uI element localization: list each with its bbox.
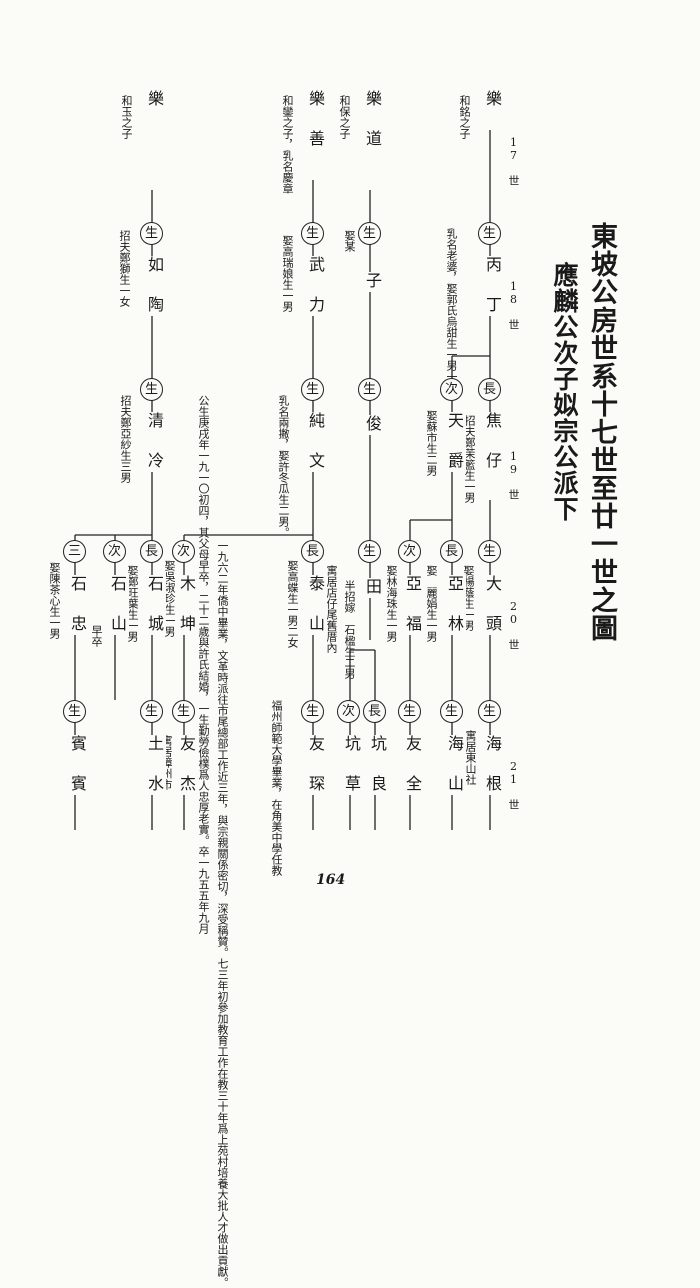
person-name: 海 山 bbox=[442, 735, 466, 795]
generation-label-19: 19 世 bbox=[507, 450, 520, 500]
sheng-marker: 生 bbox=[358, 378, 381, 401]
person-note: 招夫鄭獅生一女 bbox=[118, 230, 131, 307]
person-note: 娶高瑞娘生一男 bbox=[281, 235, 294, 312]
san-marker: 三 bbox=[63, 540, 86, 563]
sheng-marker: 生 bbox=[358, 540, 381, 563]
person-note: 寓居東山社 bbox=[464, 730, 477, 785]
person-note: 寓居店仔尾舊厝內 bbox=[325, 565, 338, 653]
person-name: 石 忠 bbox=[65, 575, 89, 635]
person-name: 友 琛 bbox=[303, 735, 327, 795]
person-note: 乳名老婆，娶郭氏烏甜生一男一女 bbox=[445, 228, 458, 393]
person-name: 大 頭 bbox=[480, 575, 504, 635]
ci-marker: 次 bbox=[337, 700, 360, 723]
sheng-marker: 生 bbox=[301, 700, 324, 723]
person-name: 坑 草 bbox=[339, 735, 363, 795]
person-note: 娶林海珠生一男 bbox=[385, 565, 398, 642]
sheng-marker: 生 bbox=[301, 378, 324, 401]
sheng-marker: 生 bbox=[478, 540, 501, 563]
person-name: 天 爵 bbox=[442, 412, 466, 472]
person-name: 土 水 bbox=[142, 735, 166, 795]
zhang-marker: 長 bbox=[440, 540, 463, 563]
person-name: 樂 道 bbox=[360, 90, 384, 150]
person-name: 亞 林 bbox=[442, 575, 466, 635]
person-name: 石 山 bbox=[105, 575, 129, 635]
zhang-marker: 長 bbox=[478, 378, 501, 401]
person-name: 亞 福 bbox=[400, 575, 424, 635]
page-number: 164 bbox=[316, 872, 346, 888]
sheng-marker: 生 bbox=[301, 222, 324, 245]
taishan-note: 一九六二年僑中畢業，文革時派往市尾總部工作近三年，與宗親關係密切，深受稱贊。七三… bbox=[216, 540, 229, 1288]
person-note: 乳名兩撇，娶許冬瓜生二男。 bbox=[277, 395, 290, 538]
person-name: 武 力 bbox=[303, 256, 327, 316]
person-name: 清 冷 bbox=[142, 412, 166, 472]
person-note: 娶蘇市生二男 bbox=[425, 410, 438, 476]
person-name: 賓 賓 bbox=[65, 735, 89, 795]
person-note: 娶 麗娟生一男 bbox=[425, 565, 438, 642]
biography-note: 公生庚戌年一九一〇初四，其父母早卒，二十二歲與許氏結婚，一生勤勞儉樸爲人忠厚老實… bbox=[197, 395, 210, 934]
sheng-marker: 生 bbox=[398, 700, 421, 723]
zhang-marker: 長 bbox=[363, 700, 386, 723]
person-note: 招夫鄭亞紗生三男 bbox=[119, 395, 132, 483]
ci-marker: 次 bbox=[103, 540, 126, 563]
sheng-marker: 生 bbox=[172, 700, 195, 723]
person-note: 娶某 bbox=[343, 230, 356, 252]
half-adoption-note: 半招嫁 石楹生二男 bbox=[343, 580, 356, 679]
person-note: 娶吳淑珍生一男 bbox=[163, 560, 176, 637]
ci-marker: 次 bbox=[172, 540, 195, 563]
zhang-marker: 長 bbox=[140, 540, 163, 563]
generation-label-17: 17 世 bbox=[507, 136, 520, 186]
sheng-marker: 生 bbox=[440, 700, 463, 723]
person-name: 泰 山 bbox=[303, 575, 327, 635]
ci-marker: 次 bbox=[398, 540, 421, 563]
sheng-marker: 生 bbox=[140, 222, 163, 245]
sheng-marker: 生 bbox=[63, 700, 86, 723]
person-name: 樂 bbox=[480, 90, 504, 110]
ci-marker: 次 bbox=[440, 378, 463, 401]
person-name: 子 bbox=[360, 272, 384, 292]
person-note: 福州師範大學畢業，在角美中學任教 bbox=[270, 700, 283, 876]
person-note: 娶高蝶生一男二女 bbox=[286, 560, 299, 648]
sheng-marker: 生 bbox=[358, 222, 381, 245]
generation-label-18: 18 世 bbox=[507, 280, 520, 330]
person-name: 石 城 bbox=[142, 575, 166, 635]
person-note: 和鑾之子，乳名慶章 bbox=[281, 95, 294, 194]
generation-label-20: 20 世 bbox=[507, 600, 520, 650]
person-note: 娶陳茶心生一男 bbox=[48, 562, 61, 639]
person-name: 友 全 bbox=[400, 735, 424, 795]
person-name: 丙 丁 bbox=[480, 256, 504, 316]
page-subtitle: 應麟公次子姒宗公派下 bbox=[550, 262, 579, 522]
zhang-marker: 長 bbox=[301, 540, 324, 563]
page-title: 東坡公房世系十七世至廿一世之圖 bbox=[586, 222, 617, 642]
person-note: 和保之子 bbox=[338, 95, 351, 139]
sheng-marker: 生 bbox=[478, 700, 501, 723]
person-name: 樂 bbox=[142, 90, 166, 110]
person-note: 和銘之子 bbox=[458, 95, 471, 139]
person-name: 樂 善 bbox=[303, 90, 327, 150]
person-name: 純 文 bbox=[303, 412, 327, 472]
sheng-marker: 生 bbox=[140, 700, 163, 723]
generation-label-21: 21 世 bbox=[507, 760, 520, 810]
sheng-marker: 生 bbox=[140, 378, 163, 401]
person-name: 坑 良 bbox=[365, 735, 389, 795]
person-note: 娶鄭旺葉生一男 bbox=[126, 565, 139, 642]
person-name: 俊 bbox=[360, 415, 384, 435]
person-name: 焦 仔 bbox=[480, 412, 504, 472]
person-name: 海 根 bbox=[480, 735, 504, 795]
person-name: 木 坤 bbox=[174, 575, 198, 635]
sheng-marker: 生 bbox=[478, 222, 501, 245]
person-name: 如 陶 bbox=[142, 256, 166, 316]
person-note: 早卒 bbox=[90, 625, 103, 647]
person-name: 友 杰 bbox=[174, 735, 198, 795]
person-note: 招夫鄭茉籃生一男 bbox=[463, 415, 476, 503]
person-name: 田 bbox=[360, 578, 384, 598]
person-note: 和玉之子 bbox=[120, 95, 133, 139]
